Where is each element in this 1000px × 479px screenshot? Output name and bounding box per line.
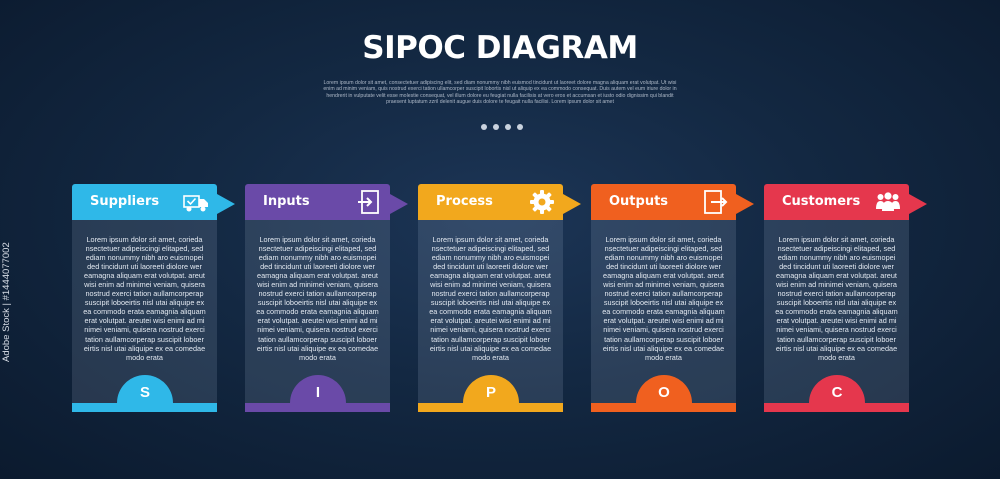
card-arrow [909, 194, 927, 214]
card-header: Inputs [245, 184, 390, 220]
card-arrow [563, 194, 581, 214]
card-bottom-bar [72, 403, 217, 412]
card-header: Suppliers [72, 184, 217, 220]
card-suppliers: Suppliers Lorem ipsum dolor sit amet, co… [72, 184, 235, 412]
card-letter: P [485, 384, 496, 401]
card-bottom-bar [764, 403, 909, 412]
card-label: Suppliers [90, 194, 160, 209]
card-label: Process [436, 194, 493, 209]
card-process: Process Lorem ipsum dolor sit amet, cori… [418, 184, 581, 412]
card-letter: I [315, 384, 321, 401]
card-body-text: Lorem ipsum dolor sit amet, corieda nsec… [602, 235, 725, 362]
logout-door-icon [704, 190, 728, 214]
card-panel [418, 220, 563, 405]
dot [505, 124, 511, 130]
card-arrow [217, 194, 235, 214]
login-door-icon [358, 190, 379, 214]
card-body-text: Lorem ipsum dolor sit amet, corieda nsec… [775, 235, 898, 362]
card-inputs: Inputs Lorem ipsum dolor sit amet, corie… [245, 184, 408, 412]
people-group-icon [876, 192, 900, 211]
card-header: Customers [764, 184, 909, 220]
card-body-text: Lorem ipsum dolor sit amet, corieda nsec… [429, 235, 552, 362]
card-bottom-bar [591, 403, 736, 412]
card-label: Outputs [609, 194, 669, 209]
stock-watermark: Adobe Stock | #1444077002 [1, 242, 12, 362]
card-label: Customers [782, 194, 861, 209]
dot [517, 124, 523, 130]
card-bottom-bar [418, 403, 563, 412]
card-header: Outputs [591, 184, 736, 220]
card-panel [591, 220, 736, 405]
card-body-text: Lorem ipsum dolor sit amet, corieda nsec… [83, 235, 206, 362]
card-label: Inputs [263, 194, 310, 209]
card-body-text: Lorem ipsum dolor sit amet, corieda nsec… [256, 235, 379, 362]
card-letter: S [139, 384, 150, 401]
card-customers: Customers Lorem ipsum dolor sit amet, co… [764, 184, 927, 412]
card-header: Process [418, 184, 563, 220]
pager-dots [481, 124, 523, 130]
card-letter: O [658, 384, 670, 401]
card-outputs: Outputs Lorem ipsum dolor sit amet, cori… [591, 184, 754, 412]
card-arrow [736, 194, 754, 214]
dot [493, 124, 499, 130]
delivery-truck-icon [183, 195, 208, 212]
dot [481, 124, 487, 130]
diagram-title: SIPOC DIAGRAM [362, 30, 638, 66]
card-panel [245, 220, 390, 405]
card-panel [764, 220, 909, 405]
diagram-subtitle: Lorem ipsum dolor sit amet, consectetuer… [323, 80, 677, 106]
card-panel [72, 220, 217, 405]
card-letter: C [831, 384, 843, 401]
card-arrow [390, 194, 408, 214]
card-bottom-bar [245, 403, 390, 412]
gear-icon [530, 190, 554, 214]
